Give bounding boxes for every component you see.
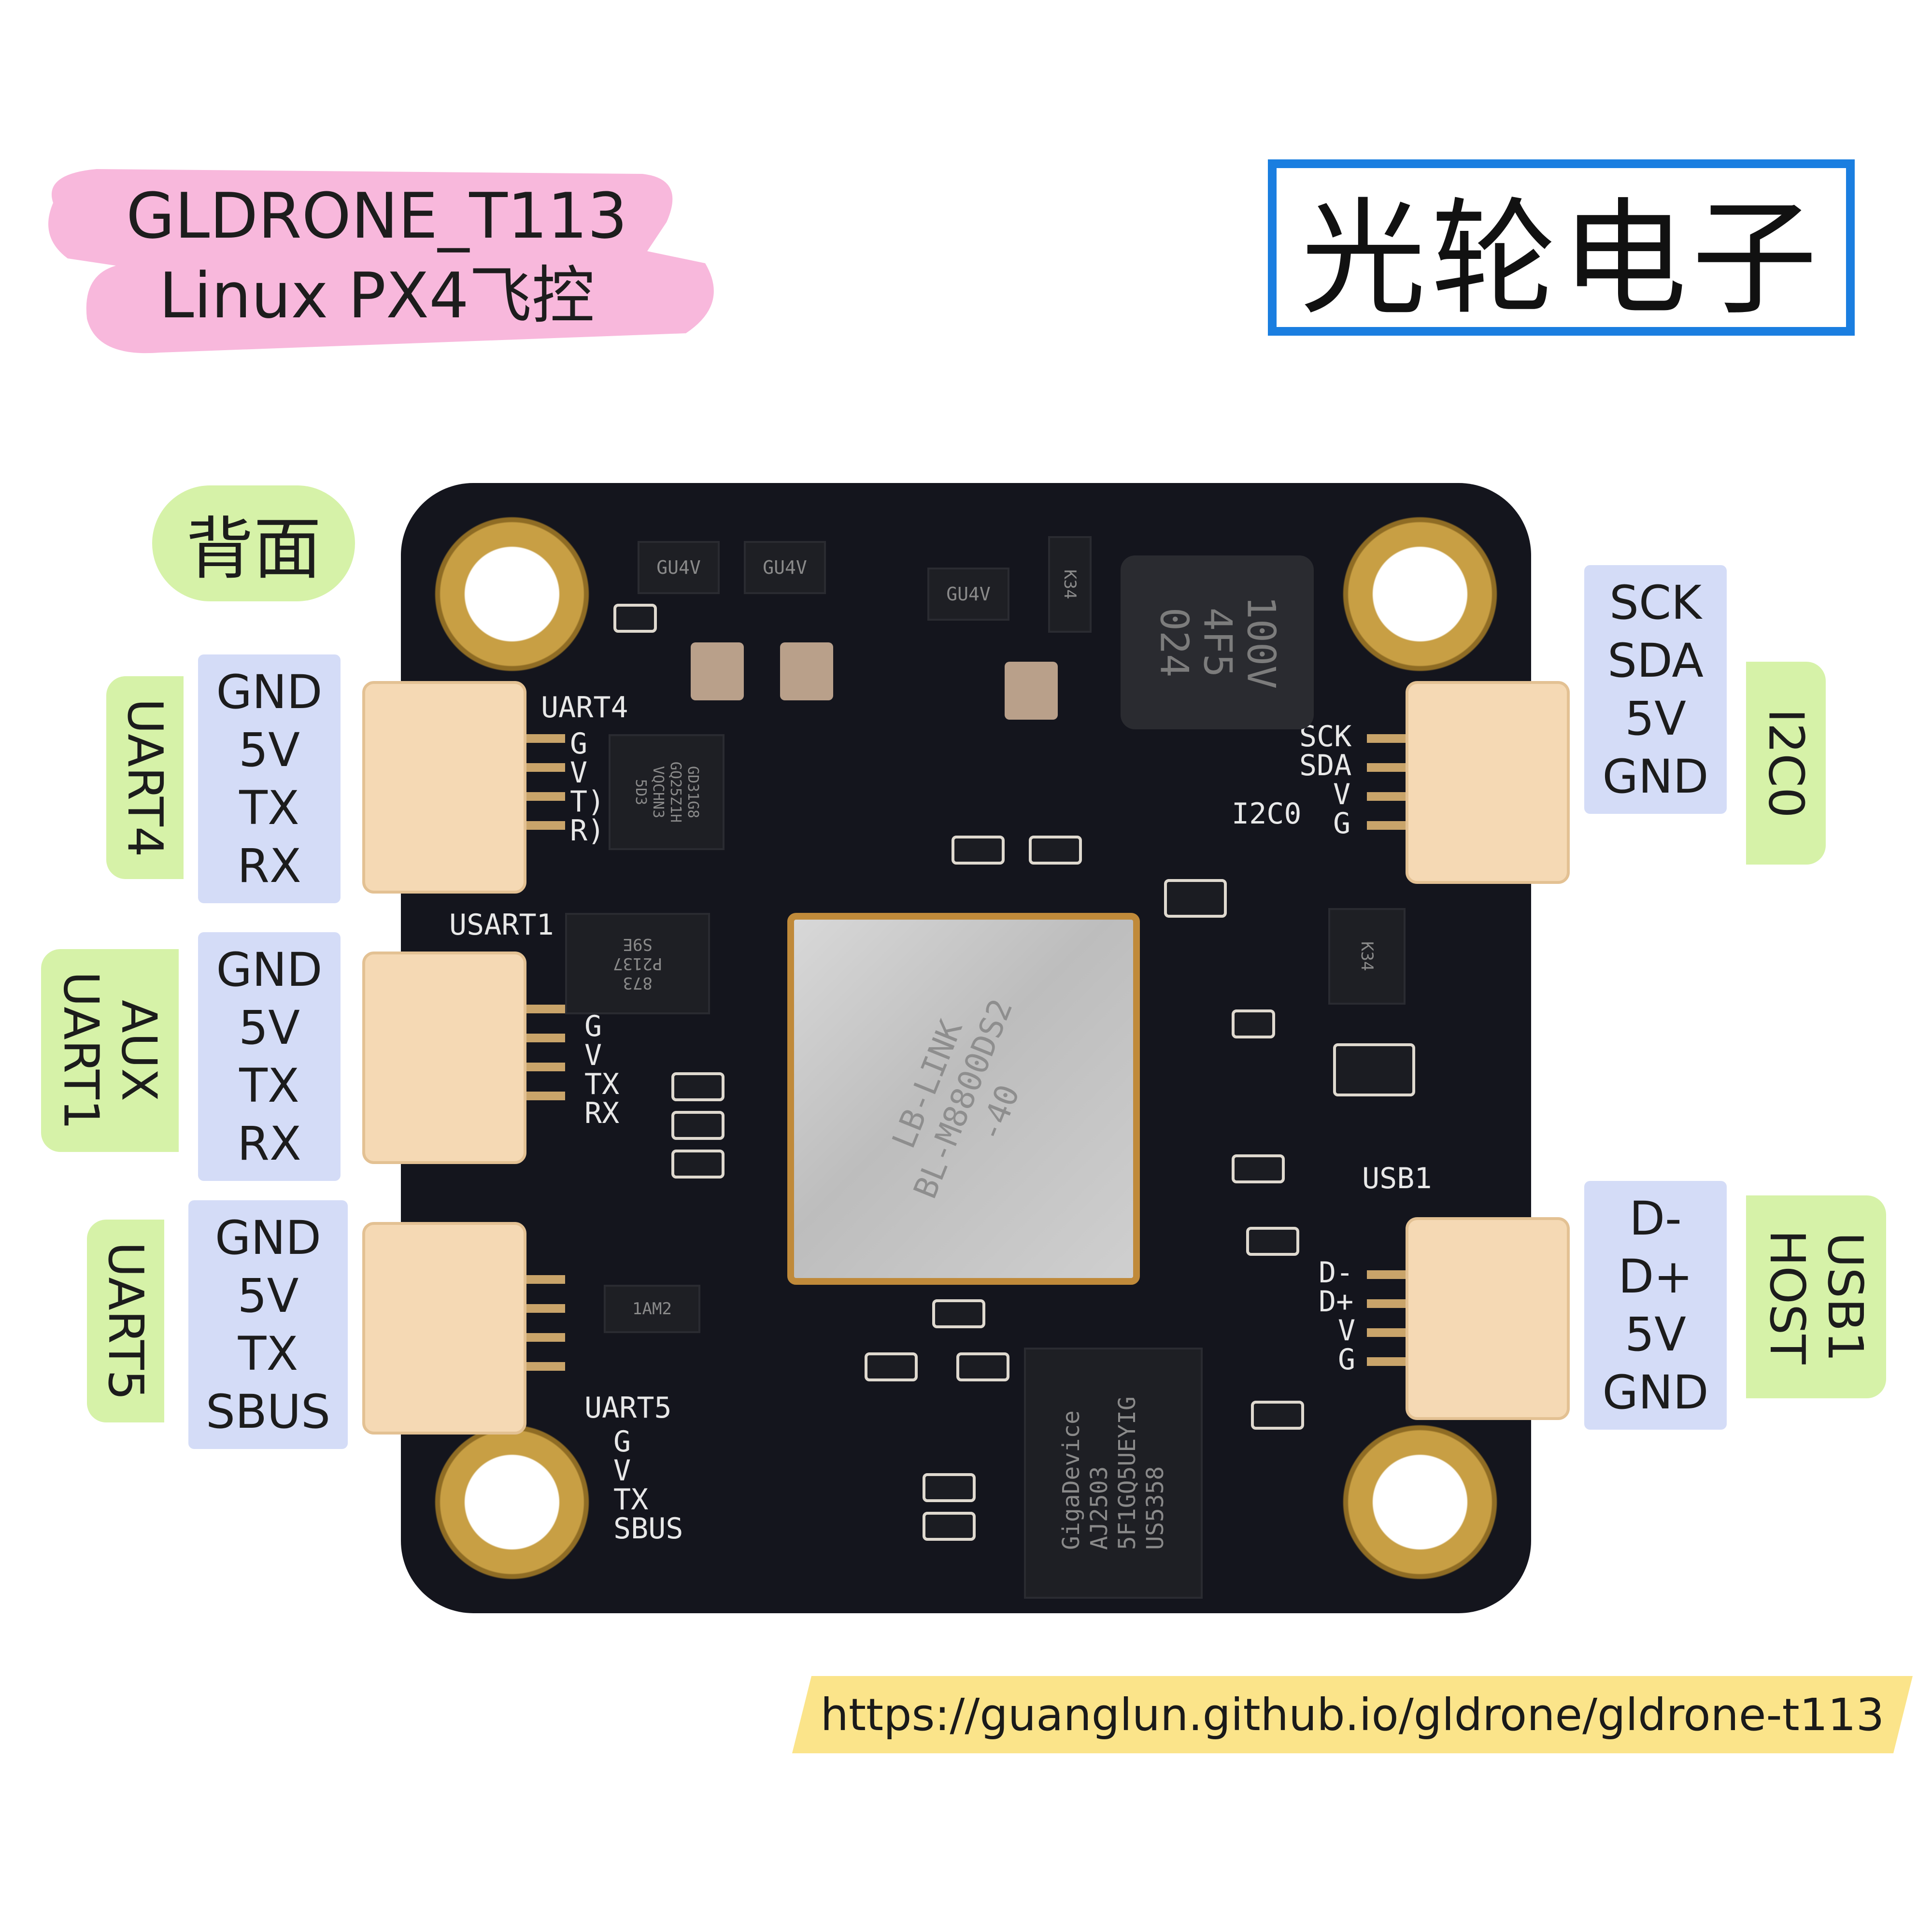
silk-uart4-g: G [570,727,588,761]
product-url[interactable]: https://guanglun.github.io/gldrone/gldro… [792,1676,1913,1753]
pin-uart1-gnd: GND [216,942,323,997]
connector-i2c0 [1406,681,1570,884]
regulator-3: GU4V [927,568,1009,621]
mounting-hole-top-left [425,507,599,681]
port-label-uart5: UART5 [87,1220,164,1422]
pcb-board: UART4 G V T) R) USART1 G V TX RX UART5 G… [362,483,1570,1613]
pin-uart4-5v: 5V [239,723,300,777]
silk-uart4-r: R) [570,814,605,848]
pin-i2c0-gnd: GND [1602,749,1709,804]
port-label-uart4: UART4 [106,676,184,879]
diode-2: K34 [1328,908,1406,1005]
silk-usart1: USART1 [449,908,554,942]
url-highlight-band [792,1676,1913,1753]
title-highlight-blob [48,169,714,354]
connector-usart1 [362,952,526,1164]
port-name-uart5: UART5 [98,1241,154,1401]
pin-i2c0-5v: 5V [1625,691,1686,746]
silk-usb1-dminus: D- [1319,1256,1354,1290]
connector-uart4 [362,681,526,894]
silk-uart4-v: V [570,756,588,790]
product-title-line2: Linux PX4飞控 [159,259,595,332]
connector-uart5 [362,1222,526,1435]
port-name-usb1-host: USB1 HOST [1759,1229,1874,1364]
pin-usb1-dminus: D- [1629,1191,1682,1246]
pin-uart5-5v: 5V [237,1268,299,1323]
pinout-uart4: GND 5V TX RX [198,654,341,903]
pin-uart5-tx: TX [238,1326,298,1381]
silk-uart5-g: G [613,1425,631,1459]
silk-i2c0-g: G [1333,807,1351,840]
connector-usb1 [1406,1217,1570,1420]
mounting-hole-bottom-left [425,1415,599,1589]
silk-uart5-tx: TX [613,1483,649,1517]
pinout-i2c0: SCK SDA 5V GND [1584,565,1727,814]
pin-uart1-rx: RX [237,1116,301,1171]
pin-uart1-5v: 5V [239,1000,300,1055]
product-url-text[interactable]: https://guanglun.github.io/gldrone/gldro… [820,1689,1885,1741]
smd-component-right [1333,1043,1415,1096]
pin-uart4-tx: TX [239,781,299,835]
pin-uart5-gnd: GND [214,1210,322,1265]
pin-usb1-gnd: GND [1602,1365,1709,1420]
pin-i2c0-sda: SDA [1607,633,1704,688]
small-chip: 1AM2 [604,1285,700,1333]
silk-uart5: UART5 [584,1391,672,1425]
pin-usb1-5v: 5V [1625,1307,1686,1362]
silk-i2c0: I2C0 [1232,797,1302,831]
pin-uart4-gnd: GND [216,665,323,719]
diode-1: K34 [1048,536,1092,633]
port-label-i2c0: I2C0 [1746,662,1826,865]
silk-usb1-dplus: D+ [1319,1285,1354,1319]
silk-i2c0-v: V [1333,778,1351,811]
wifi-module: LB-LINK BL-M8800DS2 -40 [787,913,1140,1285]
pin-uart1-tx: TX [239,1058,299,1113]
silk-uart4-t: T) [570,785,605,819]
capacitor-2 [780,642,833,700]
brand-name: 光轮电子 [1300,186,1822,332]
port-label-aux-uart1: AUX UART1 [41,949,179,1152]
silk-uart4: UART4 [541,691,628,724]
pinout-uart1: GND 5V TX RX [198,932,341,1181]
back-side-badge: 背面 [152,485,355,601]
port-name-i2c0: I2C0 [1758,708,1815,818]
capacitor-1 [691,642,744,700]
brand-box: 光轮电子 [1268,159,1855,336]
regulator-2: GU4V [744,541,826,594]
imu-chip: GD31G8 GQ25Z1H VQCHN3 5D3 [609,734,724,850]
port-label-usb1-host: USB1 HOST [1746,1195,1886,1398]
silk-usb1: USB1 [1362,1162,1432,1195]
silk-usb1-v: V [1338,1314,1356,1348]
mounting-hole-top-right [1333,507,1507,681]
pinout-uart5: GND 5V TX SBUS [188,1200,348,1449]
product-title: GLDRONE_T113 Linux PX4飞控 [87,174,667,338]
port-name-aux-uart1: AUX UART1 [53,971,168,1130]
barometer-chip: 873 P2137 S9E [565,913,710,1014]
capacitor-3 [1005,662,1058,720]
pin-i2c0-sck: SCK [1609,575,1702,630]
flash-chip: GigaDevice AJ2503 5F1GQ5UEYIG US5358 [1024,1348,1203,1599]
silk-usart1-g: G [584,1009,602,1043]
pin-uart4-rx: RX [237,838,301,893]
port-name-uart4: UART4 [117,698,173,857]
regulator-1: GU4V [638,541,720,594]
pinout-usb1: D- D+ 5V GND [1584,1181,1727,1430]
mounting-hole-bottom-right [1333,1415,1507,1589]
silk-uart5-sbus: SBUS [613,1512,683,1546]
product-title-line1: GLDRONE_T113 [126,179,627,253]
back-side-label: 背面 [185,510,321,589]
pin-usb1-dplus: D+ [1618,1249,1693,1304]
silk-i2c0-sda: SDA [1299,749,1352,782]
silk-usart1-v: V [584,1038,602,1072]
silk-usart1-rx: RX [584,1096,620,1130]
power-inductor: 100V 4F5 024 [1121,555,1314,729]
silk-uart5-v: V [613,1454,631,1488]
silk-usb1-g: G [1338,1343,1356,1377]
pin-uart5-sbus: SBUS [206,1384,330,1439]
silk-usart1-tx: TX [584,1067,620,1101]
